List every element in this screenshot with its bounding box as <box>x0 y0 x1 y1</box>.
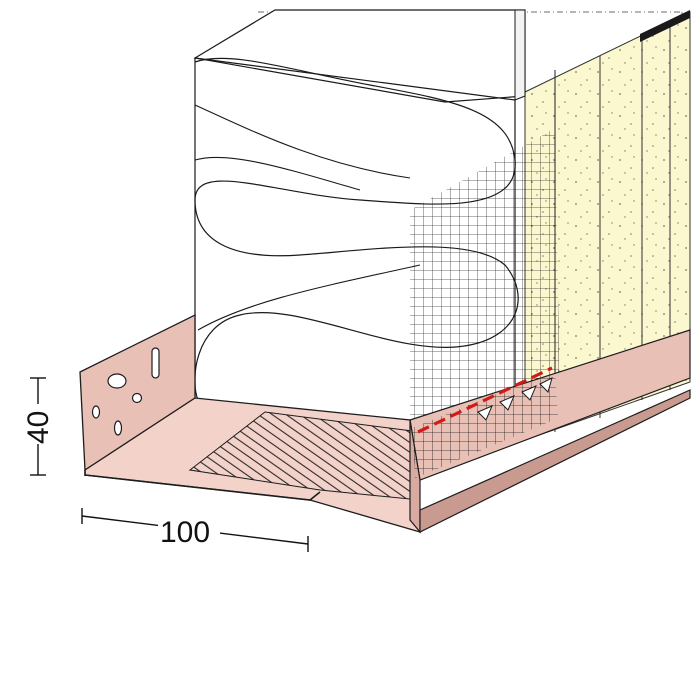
dimension-height: 40 <box>22 377 55 476</box>
dimension-width-label: 100 <box>160 516 210 549</box>
base-profile <box>79 313 691 534</box>
triangle-perforations <box>477 377 553 421</box>
mesh-strip <box>417 366 553 434</box>
insulation-board <box>193 9 526 420</box>
reinforcement-mesh <box>410 70 560 455</box>
insulation-wave-icon <box>194 57 519 401</box>
mounting-holes <box>91 347 160 436</box>
dimension-height-label: 40 <box>22 411 55 444</box>
render-layers <box>524 10 691 441</box>
dimension-width: 100 <box>81 508 309 552</box>
